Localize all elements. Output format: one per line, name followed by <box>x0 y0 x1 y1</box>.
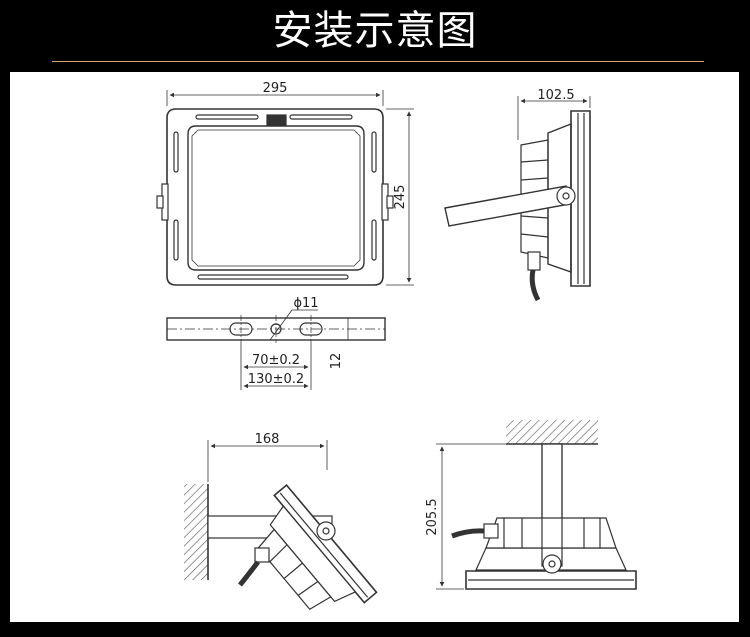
front-view <box>156 108 394 286</box>
page-title: 安装示意图 <box>272 8 478 54</box>
ceiling-mount-view <box>451 420 637 590</box>
bracket-thickness-label: 12 <box>329 353 344 370</box>
front-height-dimension <box>386 108 414 286</box>
ceiling-height-dimension <box>436 443 540 590</box>
title-divider <box>52 61 704 62</box>
bracket-hole-dia-label: ϕ11 <box>293 296 318 311</box>
bracket-dimensions <box>240 317 386 390</box>
side-view <box>444 110 591 302</box>
bracket-slot-spacing-label: 70±0.2 <box>252 353 300 368</box>
ceiling-height-label: 205.5 <box>425 498 440 535</box>
side-depth-dimension <box>517 96 591 140</box>
wall-projection-label: 168 <box>255 432 280 447</box>
front-width-label: 295 <box>263 81 288 96</box>
front-height-label: 245 <box>393 185 408 210</box>
wall-projection-dimension <box>207 440 328 482</box>
front-width-dimension <box>166 90 384 106</box>
bracket-detail <box>166 309 386 343</box>
wall-mount-view <box>184 483 378 610</box>
drawing-panel <box>10 72 739 622</box>
bracket-hole-spacing-label: 130±0.2 <box>248 372 304 387</box>
side-depth-label: 102.5 <box>537 88 574 103</box>
